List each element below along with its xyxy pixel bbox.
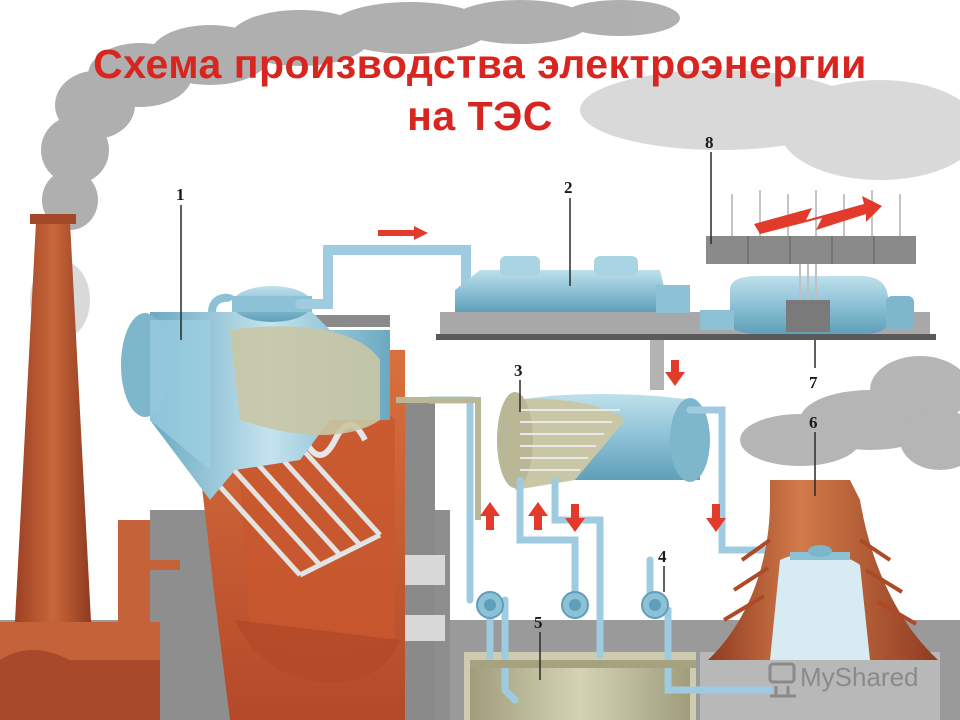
number-labels: 1 2 3 4 5 6 7 8 xyxy=(176,133,818,632)
leader-lines xyxy=(180,152,816,680)
watermark: MyShared xyxy=(768,662,919,698)
reservoir-5 xyxy=(470,660,696,668)
title-line-1: Схема производства электроэнергии xyxy=(93,41,867,87)
steam-pipe xyxy=(295,245,471,309)
pumps-4 xyxy=(476,591,669,619)
label-2: 2 xyxy=(564,178,573,197)
flow-arrows xyxy=(480,360,726,532)
return-pipe-khaki xyxy=(396,397,481,520)
label-1: 1 xyxy=(176,185,185,204)
generator-7 xyxy=(690,264,930,334)
label-8: 8 xyxy=(705,133,714,152)
transmission-8 xyxy=(706,190,916,264)
condenser-3 xyxy=(497,340,710,490)
label-7: 7 xyxy=(809,373,818,392)
label-5: 5 xyxy=(534,613,543,632)
boiler-1 xyxy=(121,286,390,500)
smoke-haze xyxy=(30,70,960,340)
chimney xyxy=(0,214,180,720)
turbine-2 xyxy=(436,256,936,340)
label-4: 4 xyxy=(658,547,667,566)
page-title: Схема производства электроэнергии на ТЭС xyxy=(0,38,960,142)
steam-flow-arrow xyxy=(378,226,428,240)
cooling-tower-6 xyxy=(708,480,938,660)
chimney-smoke xyxy=(41,0,680,230)
label-6: 6 xyxy=(809,413,818,432)
watermark-text: MyShared xyxy=(800,662,919,692)
lightning-arrow xyxy=(754,196,882,234)
label-3: 3 xyxy=(514,361,523,380)
tower-steam xyxy=(740,356,960,470)
watermark-logo-icon xyxy=(768,662,796,698)
title-line-2: на ТЭС xyxy=(407,93,553,139)
